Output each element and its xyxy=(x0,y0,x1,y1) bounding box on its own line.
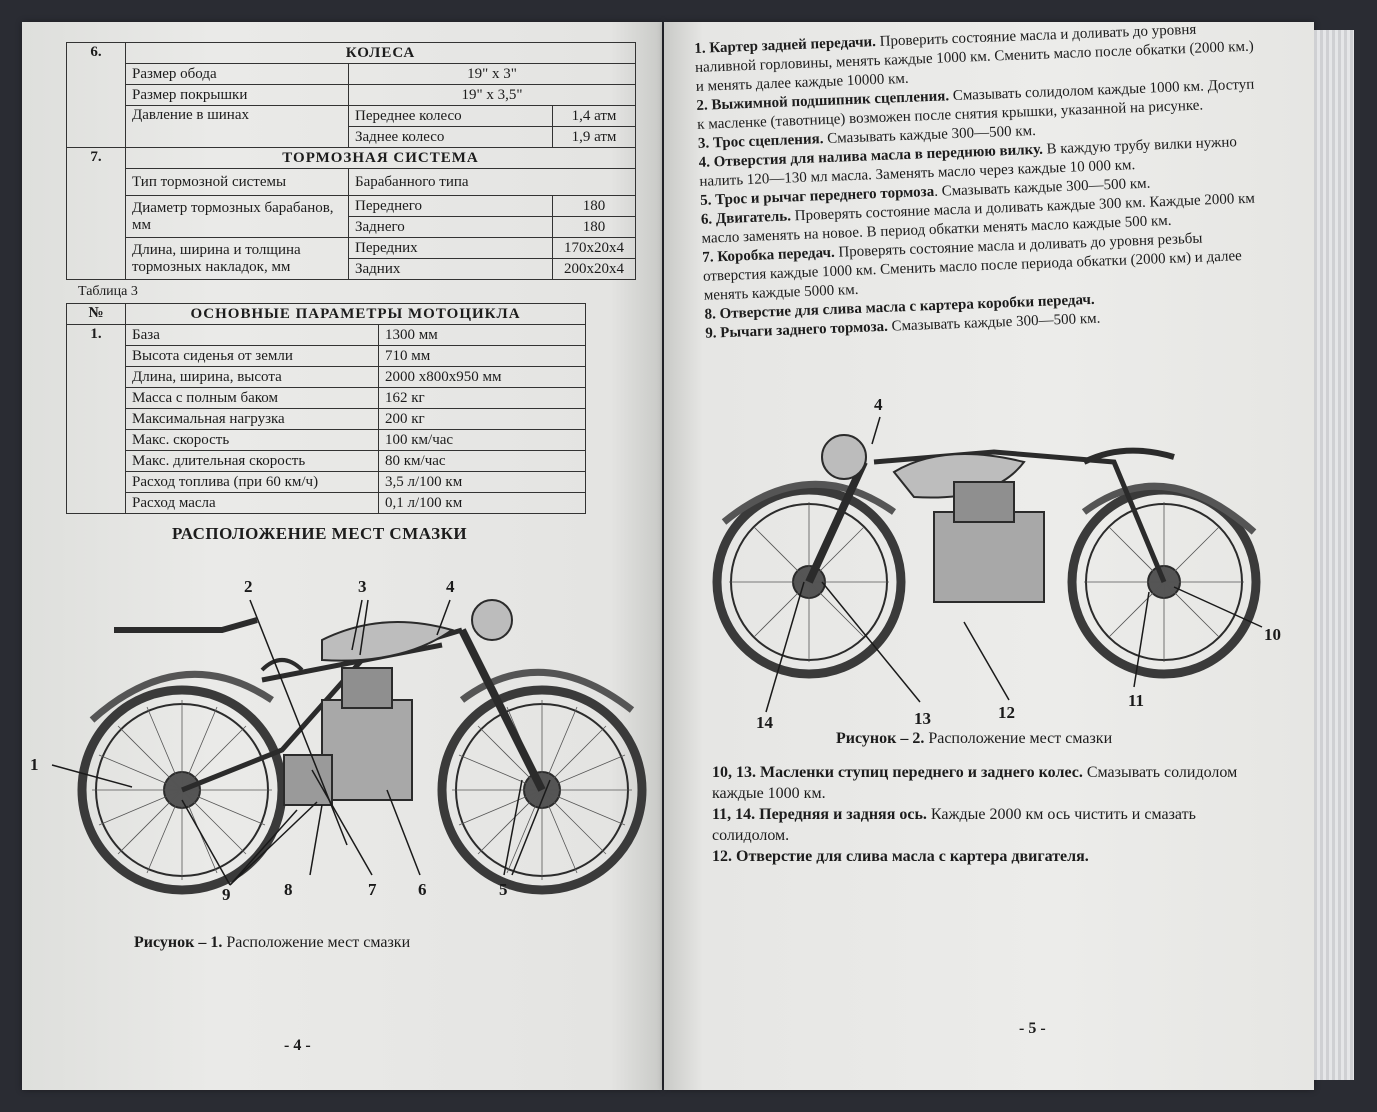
num-header: № xyxy=(66,303,126,325)
row-value: 200 кг xyxy=(378,408,586,430)
fig2-label-14: 14 xyxy=(756,713,774,732)
left-page: 6. КОЛЕСА Размер обода 19" x 3" Размер п… xyxy=(22,22,662,1090)
row-value: 3,5 л/100 км xyxy=(378,471,586,493)
table-caption: Таблица 3 xyxy=(78,284,138,299)
fig1-label-8: 8 xyxy=(284,880,293,899)
section-number: 1. xyxy=(66,324,126,514)
row-label: Диаметр тормозных барабанов, мм xyxy=(125,195,349,238)
fig2-label-11: 11 xyxy=(1128,691,1144,710)
figure-1-caption: Рисунок – 1. Расположение мест смазки xyxy=(134,934,411,951)
fig1-label-7: 7 xyxy=(368,880,377,899)
section-number: 6. xyxy=(66,42,126,148)
lubrication-section-title: РАСПОЛОЖЕНИЕ МЕСТ СМАЗКИ xyxy=(172,524,468,543)
row-label: Расход топлива (при 60 км/ч) xyxy=(125,471,379,493)
sub-value: 200x20x4 xyxy=(552,258,636,280)
motorcycle-params-table: № ОСНОВНЫЕ ПАРАМЕТРЫ МОТОЦИКЛА 1. База 1… xyxy=(66,303,586,514)
sub-label: Переднее колесо xyxy=(348,105,553,127)
sub-value: 180 xyxy=(552,216,636,238)
wheels-brakes-table: 6. КОЛЕСА Размер обода 19" x 3" Размер п… xyxy=(66,42,636,280)
page-number-left: - 4 - xyxy=(284,1037,311,1054)
row-value: 1300 мм xyxy=(378,324,586,346)
row-value: 0,1 л/100 км xyxy=(378,492,586,514)
section-number: 7. xyxy=(66,147,126,280)
row-label: Масса с полным баком xyxy=(125,387,379,409)
row-value: 162 кг xyxy=(378,387,586,409)
sub-label: Переднего xyxy=(348,195,553,217)
list-item: 12. Отверстие для слива масла с картера … xyxy=(712,848,1089,865)
sub-value: 1,9 атм xyxy=(552,126,636,148)
section-title: КОЛЕСА xyxy=(125,42,636,64)
fig1-label-4: 4 xyxy=(446,577,455,596)
fig2-label-13: 13 xyxy=(914,709,931,728)
motorcycle-figure-1: 1 2 3 4 5 6 7 8 9 xyxy=(30,577,647,904)
right-page: 1. Картер задней передачи. Проверить сос… xyxy=(664,22,1314,1090)
row-label: Длина, ширина, высота xyxy=(125,366,379,388)
fig1-label-9: 9 xyxy=(222,885,231,904)
figure-2-caption: Рисунок – 2. Расположение мест смазки xyxy=(836,730,1113,747)
row-label: Длина, ширина и толщина тормозных наклад… xyxy=(125,237,349,280)
row-label: Макс. скорость xyxy=(125,429,379,451)
row-label: База xyxy=(125,324,379,346)
row-value: 100 км/час xyxy=(378,429,586,451)
row-label: Тип тормозной системы xyxy=(125,168,349,196)
sub-value: 1,4 атм xyxy=(552,105,636,127)
list-item: 11, 14. Передняя и задняя ось. Каждые 20… xyxy=(712,806,1196,844)
row-label: Расход масла xyxy=(125,492,379,514)
fig2-label-10: 10 xyxy=(1264,625,1281,644)
table-title: ОСНОВНЫЕ ПАРАМЕТРЫ МОТОЦИКЛА xyxy=(125,303,586,325)
row-value: 19" x 3,5" xyxy=(348,84,636,106)
lubrication-items-top: 1. Картер задней передачи. Проверить сос… xyxy=(694,22,1265,344)
row-value: 710 мм xyxy=(378,345,586,367)
table-row: 1. База 1300 мм xyxy=(66,324,586,514)
fig2-label-4: 4 xyxy=(874,395,883,414)
fig2-label-12: 12 xyxy=(998,703,1015,722)
fig1-label-6: 6 xyxy=(418,880,427,899)
page-number-right: - 5 - xyxy=(1019,1020,1046,1037)
fig1-label-3: 3 xyxy=(358,577,367,596)
row-value: 19" x 3" xyxy=(348,63,636,85)
list-item: 10, 13. Масленки ступиц переднего и задн… xyxy=(712,764,1238,802)
row-label: Высота сиденья от земли xyxy=(125,345,379,367)
sub-value: 180 xyxy=(552,195,636,217)
section-title: ТОРМОЗНАЯ СИСТЕМА xyxy=(125,147,636,169)
sub-value: 170x20x4 xyxy=(552,237,636,259)
fig1-label-1: 1 xyxy=(30,755,39,774)
sub-label: Заднего xyxy=(348,216,553,238)
row-value: Барабанного типа xyxy=(348,168,636,196)
row-label: Размер покрышки xyxy=(125,84,349,106)
fig1-label-5: 5 xyxy=(499,880,508,899)
row-label: Максимальная нагрузка xyxy=(125,408,379,430)
sub-label: Задних xyxy=(348,258,553,280)
row-label: Давление в шинах xyxy=(125,105,349,148)
motorcycle-figure-2: 4 10 11 12 13 14 xyxy=(712,395,1281,732)
sub-label: Заднее колесо xyxy=(348,126,553,148)
row-label: Размер обода xyxy=(125,63,349,85)
fig1-label-2: 2 xyxy=(244,577,253,596)
row-value: 2000 x800x950 мм xyxy=(378,366,586,388)
book-page-edges xyxy=(1314,30,1354,1080)
lubrication-items-bottom: 10, 13. Масленки ступиц переднего и задн… xyxy=(712,762,1272,867)
table-row: Расход топлива (при 60 км/ч)3,5 л/100 км xyxy=(67,471,586,493)
row-value: 80 км/час xyxy=(378,450,586,472)
sub-label: Передних xyxy=(348,237,553,259)
row-label: Макс. длительная скорость xyxy=(125,450,379,472)
